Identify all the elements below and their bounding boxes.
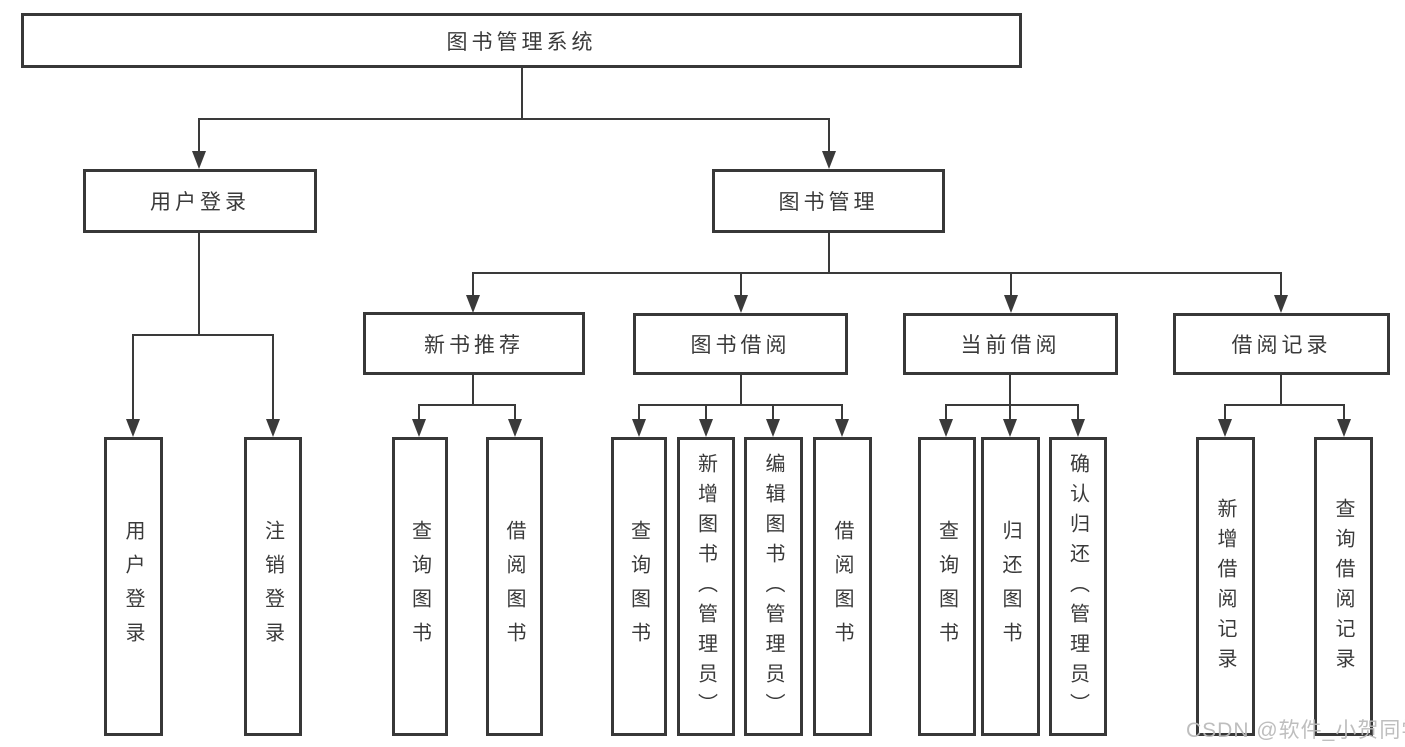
arrow-down-icon xyxy=(822,151,836,169)
connector-vline xyxy=(521,68,523,120)
connector-vline xyxy=(272,334,274,419)
node-current-borrow: 当前借阅 xyxy=(903,313,1118,375)
connector-vline xyxy=(828,118,830,151)
node-library-management-system: 图书管理系统 xyxy=(21,13,1022,68)
arrow-down-icon xyxy=(192,151,206,169)
connector-vline xyxy=(198,233,200,336)
connector-vline xyxy=(828,233,830,274)
leaf-query-books-current: 查询图书 xyxy=(918,437,976,736)
node-book-borrow: 图书借阅 xyxy=(633,313,848,375)
arrow-down-icon xyxy=(126,419,140,437)
connector-vline xyxy=(772,404,774,419)
connector-vline xyxy=(198,118,200,151)
connector-vline xyxy=(1077,404,1079,419)
arrow-down-icon xyxy=(939,419,953,437)
connector-hline xyxy=(198,118,830,120)
connector-hline xyxy=(945,404,1079,406)
leaf-borrow-books: 借阅图书 xyxy=(813,437,872,736)
arrow-down-icon xyxy=(1274,295,1288,313)
connector-vline xyxy=(1009,375,1011,406)
arrow-down-icon xyxy=(266,419,280,437)
arrow-down-icon xyxy=(1337,419,1351,437)
arrow-down-icon xyxy=(1004,295,1018,313)
node-new-book-recommend: 新书推荐 xyxy=(363,312,585,375)
node-user-login: 用户登录 xyxy=(83,169,317,233)
arrow-down-icon xyxy=(632,419,646,437)
connector-vline xyxy=(132,334,134,419)
connector-vline xyxy=(514,404,516,419)
leaf-return-books: 归还图书 xyxy=(981,437,1040,736)
leaf-query-books-borrow: 查询图书 xyxy=(611,437,667,736)
connector-vline xyxy=(1280,375,1282,406)
connector-vline xyxy=(841,404,843,419)
connector-hline xyxy=(472,272,1282,274)
arrow-down-icon xyxy=(766,419,780,437)
connector-hline xyxy=(638,404,843,406)
watermark: CSDN @软件_小贺同学 xyxy=(1186,719,1405,742)
leaf-borrow-books-recommend: 借阅图书 xyxy=(486,437,543,736)
arrow-down-icon xyxy=(1003,419,1017,437)
leaf-query-books-recommend: 查询图书 xyxy=(392,437,448,736)
arrow-down-icon xyxy=(412,419,426,437)
connector-hline xyxy=(1224,404,1345,406)
connector-vline xyxy=(705,404,707,419)
node-book-management: 图书管理 xyxy=(712,169,945,233)
arrow-down-icon xyxy=(508,419,522,437)
connector-vline xyxy=(1010,272,1012,296)
leaf-edit-books-admin: 编辑图书（管理员） xyxy=(744,437,803,736)
leaf-logout: 注销登录 xyxy=(244,437,302,736)
arrow-down-icon xyxy=(466,295,480,313)
connector-vline xyxy=(1280,272,1282,296)
arrow-down-icon xyxy=(1071,419,1085,437)
leaf-add-borrow-record: 新增借阅记录 xyxy=(1196,437,1255,736)
connector-vline xyxy=(1009,404,1011,419)
connector-vline xyxy=(945,404,947,419)
connector-vline xyxy=(1224,404,1226,419)
leaf-user-login: 用户登录 xyxy=(104,437,163,736)
connector-vline xyxy=(472,375,474,406)
arrow-down-icon xyxy=(699,419,713,437)
arrow-down-icon xyxy=(835,419,849,437)
arrow-down-icon xyxy=(734,295,748,313)
connector-hline xyxy=(418,404,516,406)
leaf-confirm-return-admin: 确认归还（管理员） xyxy=(1049,437,1107,736)
connector-hline xyxy=(132,334,274,336)
connector-vline xyxy=(1343,404,1345,419)
connector-vline xyxy=(418,404,420,419)
connector-vline xyxy=(740,375,742,406)
node-borrow-records: 借阅记录 xyxy=(1173,313,1390,375)
leaf-query-borrow-record: 查询借阅记录 xyxy=(1314,437,1373,736)
connector-vline xyxy=(740,272,742,296)
arrow-down-icon xyxy=(1218,419,1232,437)
connector-vline xyxy=(638,404,640,419)
connector-vline xyxy=(472,272,474,296)
leaf-add-books-admin: 新增图书（管理员） xyxy=(677,437,735,736)
